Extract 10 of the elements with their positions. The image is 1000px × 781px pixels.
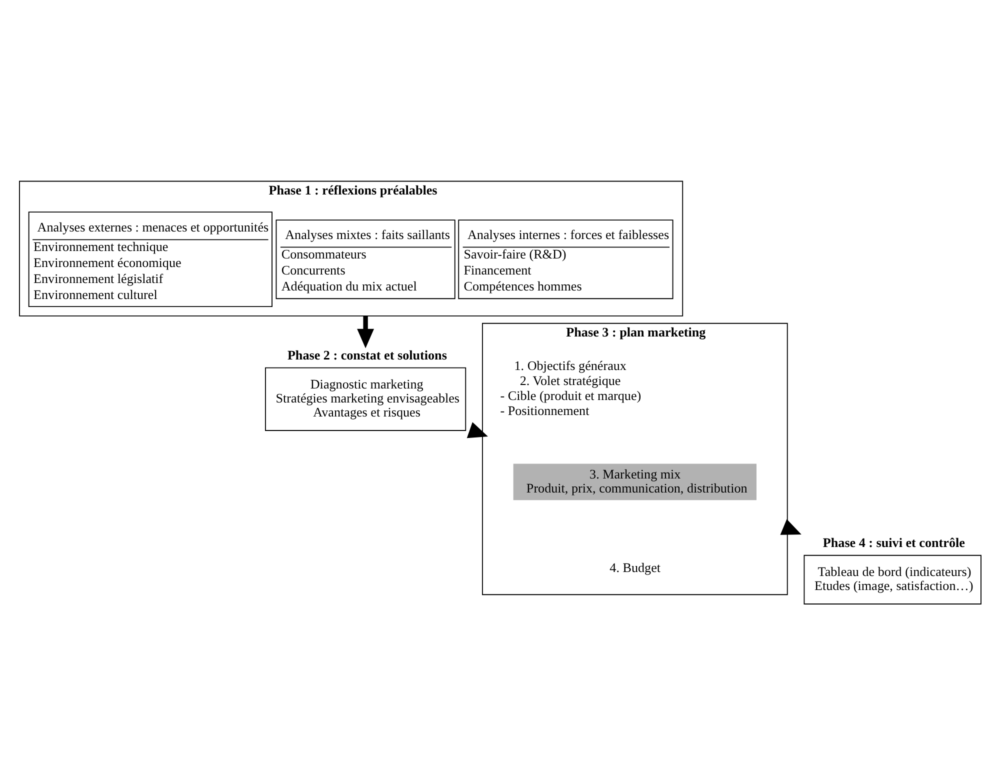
node-box: Analyses mixtes : faits saillants Consommateurs Concurrents Adéquation du mix actuel bbox=[276, 220, 456, 300]
node-box: 3. Marketing mix Produit, prix, communication, distribution bbox=[513, 464, 756, 500]
node-box: Analyses internes : forces et faiblesses Savoir-faire (R&D) Financement Compétences hommes bbox=[458, 220, 674, 300]
arrow bbox=[466, 422, 488, 438]
node-box: Analyses externes : menaces et opportunités Environnement technique Environnement économique Environnement législatif Environnement culturel bbox=[28, 212, 272, 308]
node-label: Phase 2 : constat et solutions bbox=[287, 348, 447, 363]
arrow bbox=[357, 316, 374, 348]
node-label: Phase 4 : suivi et contrôle bbox=[822, 535, 965, 550]
node-box: Tableau de bord (indicateurs) Etudes (image, satisfaction…) bbox=[804, 554, 982, 604]
node-box: Diagnostic marketing Stratégies marketing envisageables Avantages et risques bbox=[265, 367, 466, 431]
